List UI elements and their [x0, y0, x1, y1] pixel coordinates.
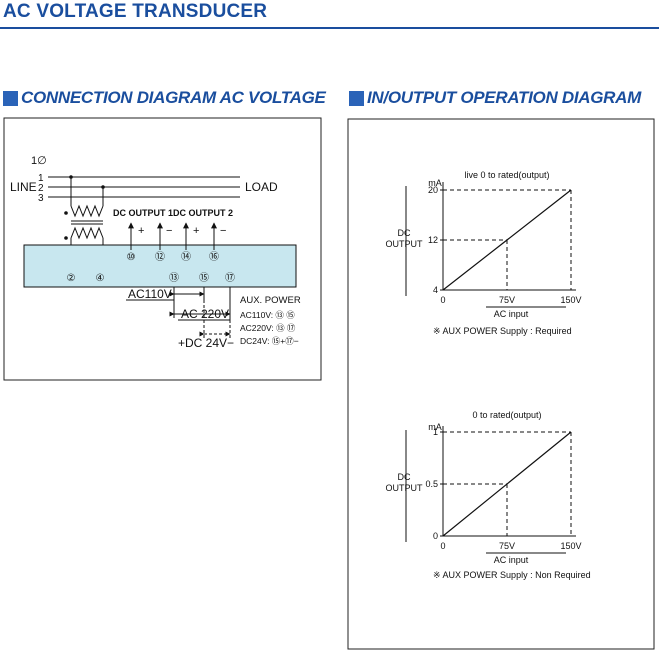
- transformer-icon: [64, 177, 104, 270]
- chart-1-ylabel-line1: DC: [398, 228, 411, 238]
- section-header-connection: CONNECTION DIAGRAM AC VOLTAGE: [3, 88, 326, 108]
- line-label: LINE: [10, 180, 37, 194]
- terminal-15: ⑮: [199, 272, 209, 284]
- dc24v-label: +DC 24V−: [178, 336, 234, 350]
- section-title-connection: CONNECTION DIAGRAM AC VOLTAGE: [21, 88, 326, 107]
- line-number-1: 1: [38, 173, 44, 184]
- terminal-13: ⑬: [169, 272, 179, 284]
- dc-output-1-minus: −: [166, 225, 172, 237]
- chart-1-series-line: [442, 189, 572, 291]
- chart-1-y-tick-label: 20: [428, 185, 438, 195]
- section-header-io: IN/OUTPUT OPERATION DIAGRAM: [349, 88, 641, 108]
- dc-output-1-plus: +: [138, 225, 144, 237]
- line-number-3: 3: [38, 193, 44, 204]
- chart-2-xlabel: AC input: [494, 555, 529, 565]
- chart-1-x-tick-label: 150V: [560, 295, 581, 305]
- title-divider: [0, 27, 659, 29]
- terminal-2: ②: [67, 273, 76, 284]
- section-marker-icon: [349, 90, 364, 106]
- section-title-io: IN/OUTPUT OPERATION DIAGRAM: [367, 88, 641, 107]
- chart-2-x-tick-label: 75V: [499, 541, 515, 551]
- ac220v-label: AC 220V: [181, 307, 229, 321]
- chart-2-y-unit: mA: [428, 422, 442, 432]
- transducer-module: [23, 244, 297, 288]
- chart-2-title: 0 to rated(output): [472, 410, 541, 420]
- aux-power-title: AUX. POWER: [240, 295, 301, 306]
- terminal-4: ④: [96, 273, 105, 284]
- dc-output-2-label: DC OUTPUT 2: [173, 208, 233, 218]
- dc-output-2-plus: +: [193, 225, 199, 237]
- load-label: LOAD: [245, 180, 278, 194]
- terminal-16: ⑯: [209, 251, 219, 263]
- chart-1-y-unit: mA: [428, 178, 442, 188]
- chart-1-ylabel-line2: OUTPUT: [386, 239, 424, 249]
- connection-panel-frame: [3, 117, 322, 381]
- dc-output-2-minus: −: [220, 225, 226, 237]
- terminal-14: ⑭: [181, 251, 191, 263]
- chart-2-note: ※ AUX POWER Supply : Non Required: [433, 570, 591, 580]
- io-panel-frame: [347, 118, 655, 650]
- section-marker-icon: [3, 90, 18, 106]
- chart-2-y-tick-label: 0: [433, 531, 438, 541]
- io-charts: 4 12 20 0 75V 150V mA live 0 to rated(output) DC…: [386, 170, 591, 580]
- aux-line-ac220: AC220V: ⑬ ⑰: [240, 323, 296, 333]
- page-title: AC VOLTAGE TRANSDUCER: [3, 1, 268, 22]
- chart-2-y-tick-label: 0.5: [425, 479, 438, 489]
- line-number-2: 2: [38, 183, 44, 194]
- chart-2-ylabel-line1: DC: [398, 472, 411, 482]
- chart-1-y-tick-label: 4: [433, 285, 438, 295]
- chart-2-x-tick-label: 0: [440, 541, 445, 551]
- ac110v-label: AC110V: [128, 287, 172, 301]
- chart-1-xlabel: AC input: [494, 309, 529, 319]
- dc-output-1-label: DC OUTPUT 1: [113, 208, 173, 218]
- aux-line-dc24: DC24V: ⑮+⑰−: [240, 336, 299, 346]
- chart-1-title: live 0 to rated(output): [464, 170, 549, 180]
- terminal-12: ⑫: [155, 251, 165, 263]
- connection-diagram: 1∅ 1 2 3 LINE LOAD ② ④ ⑩ ⑫ ⑭: [3, 117, 322, 381]
- chart-2-x-tick-label: 150V: [560, 541, 581, 551]
- chart-2-series-line: [442, 431, 572, 537]
- terminal-17: ⑰: [225, 272, 235, 284]
- phase-label: 1∅: [31, 155, 47, 167]
- chart-2-ylabel-line2: OUTPUT: [386, 483, 424, 493]
- aux-line-ac110: AC110V: ⑬ ⑮: [240, 310, 295, 320]
- chart-1-x-tick-label: 75V: [499, 295, 515, 305]
- chart-1-x-tick-label: 0: [440, 295, 445, 305]
- chart-1-note: ※ AUX POWER Supply : Required: [433, 326, 572, 336]
- chart-1-y-tick-label: 12: [428, 235, 438, 245]
- terminal-10: ⑩: [127, 252, 136, 263]
- chart-2-y-tick-label: 1: [433, 427, 438, 437]
